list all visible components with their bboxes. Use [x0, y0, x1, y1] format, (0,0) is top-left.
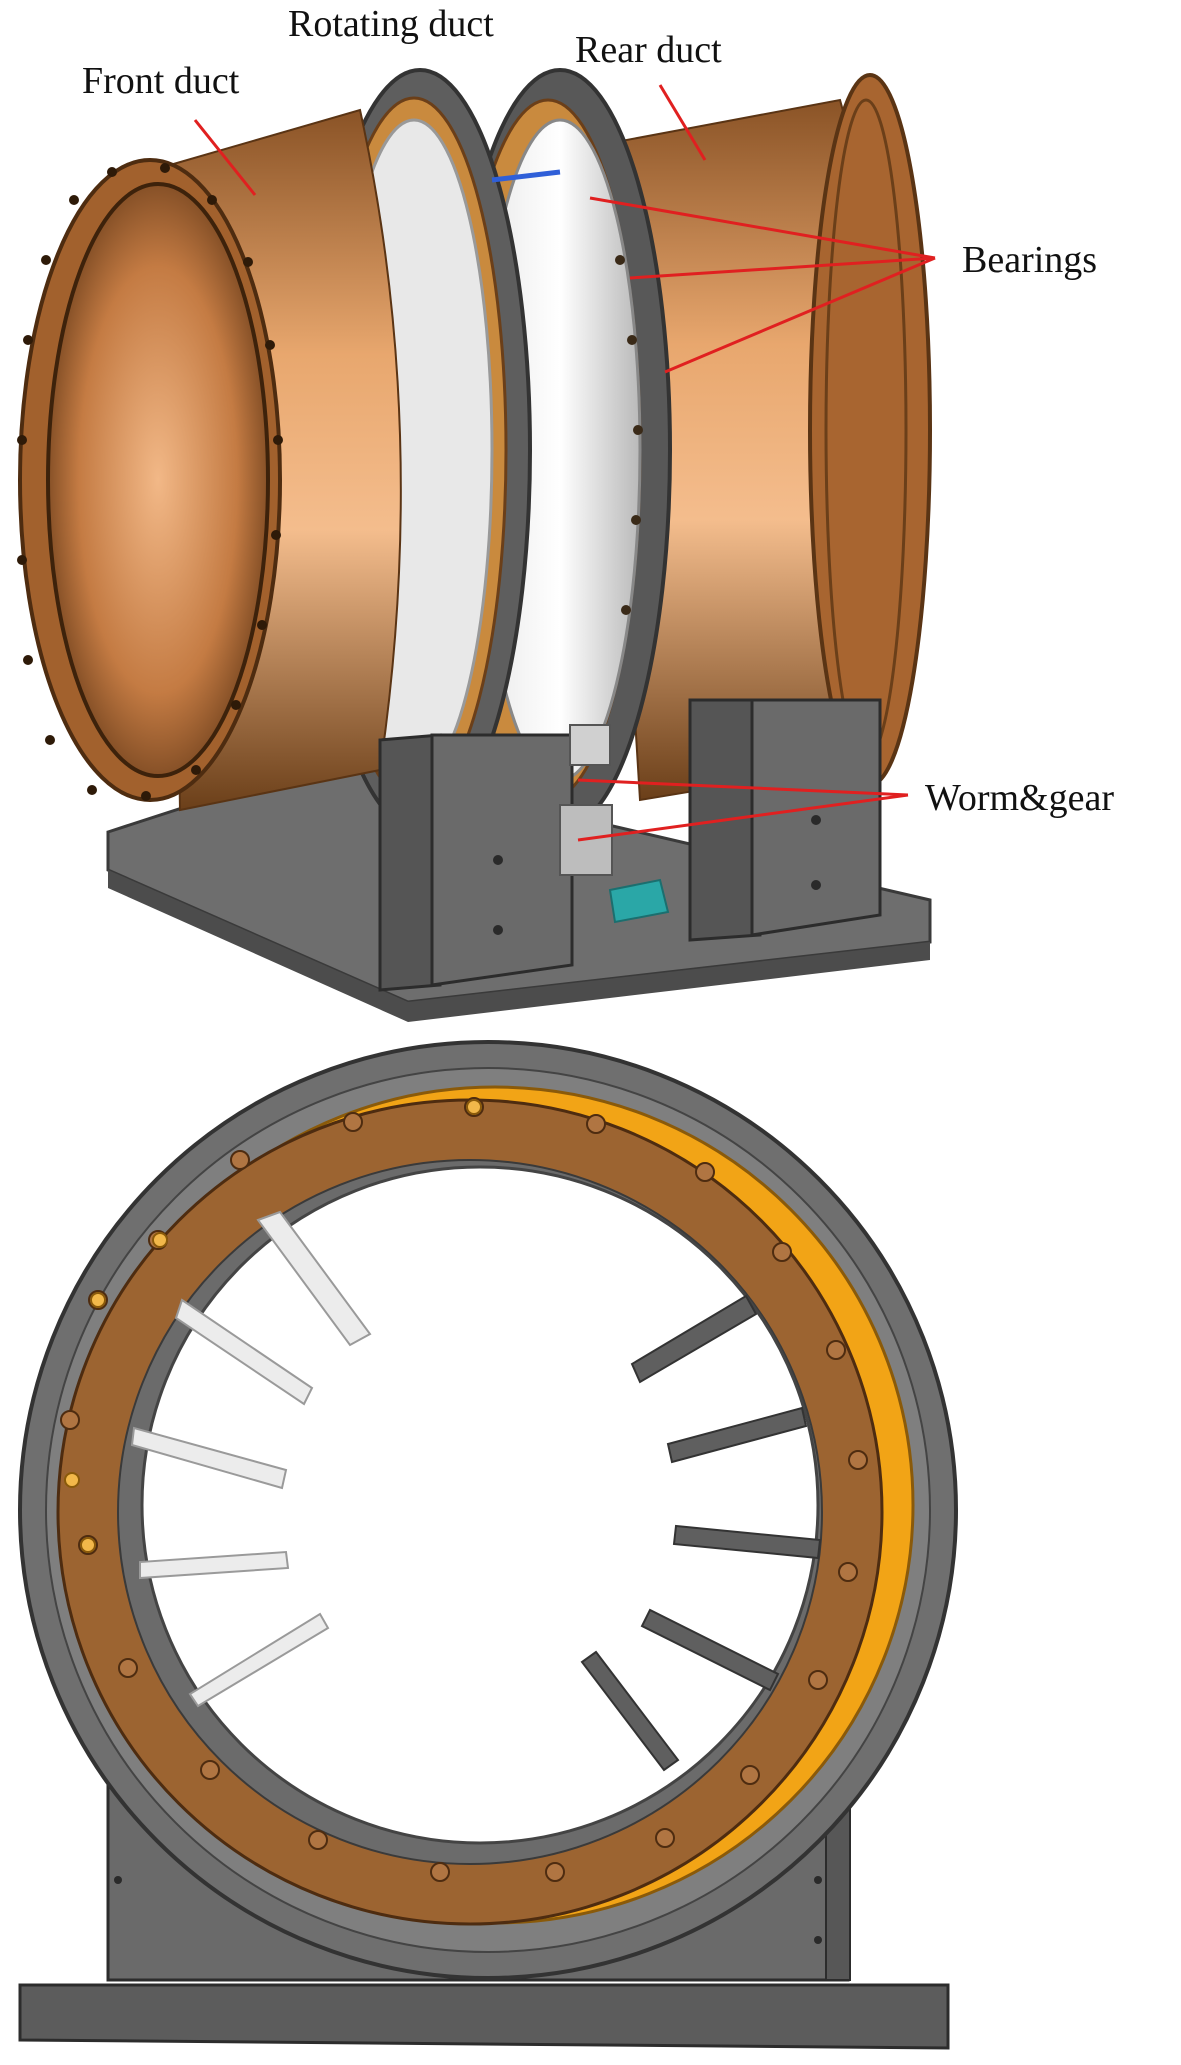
label-front-duct: Front duct	[82, 60, 240, 102]
vane-right-1	[630, 1294, 758, 1384]
vane-right-4	[640, 1608, 780, 1692]
vane-left-4	[139, 1550, 290, 1580]
vane-right-3	[672, 1524, 822, 1560]
label-worm-gear: Worm&gear	[925, 777, 1114, 819]
assembly-3d-view: Front duct Rotating duct Rear duct Beari…	[17, 3, 1114, 1022]
support-stands	[378, 698, 882, 992]
gear-motor	[608, 878, 670, 924]
bearing-blue-mark	[491, 169, 561, 183]
leader-front-duct	[193, 119, 257, 196]
front-duct	[17, 108, 402, 812]
flange-bolts-lit	[64, 1099, 482, 1553]
leader-bearing-3	[664, 256, 936, 374]
label-rear-duct: Rear duct	[575, 29, 722, 71]
label-bearings: Bearings	[962, 239, 1097, 281]
vane-right-2	[666, 1406, 808, 1464]
vane-left-2	[174, 1298, 314, 1406]
vane-left-5	[188, 1612, 330, 1708]
vanes-left	[130, 1210, 372, 1708]
vane-left-3	[130, 1426, 288, 1490]
leader-worm-2	[577, 793, 909, 842]
duct-bore	[140, 1165, 820, 1845]
vane-right-5	[580, 1650, 680, 1772]
leader-bearing-2	[629, 256, 936, 280]
elevation-base-plate	[18, 1983, 950, 2050]
leader-worm-1	[577, 778, 909, 797]
vanes-right	[580, 1294, 822, 1772]
leader-bearing-1	[589, 196, 936, 260]
base-plate-edge	[108, 870, 930, 1022]
vane-left-1	[256, 1210, 372, 1347]
front-elevation-view	[18, 1040, 958, 2050]
label-rotating-duct: Rotating duct	[288, 3, 494, 45]
rear-flange	[808, 73, 932, 787]
leader-rear-duct	[658, 84, 707, 161]
leader-lines	[193, 84, 936, 842]
front-duct-opening	[46, 182, 270, 778]
